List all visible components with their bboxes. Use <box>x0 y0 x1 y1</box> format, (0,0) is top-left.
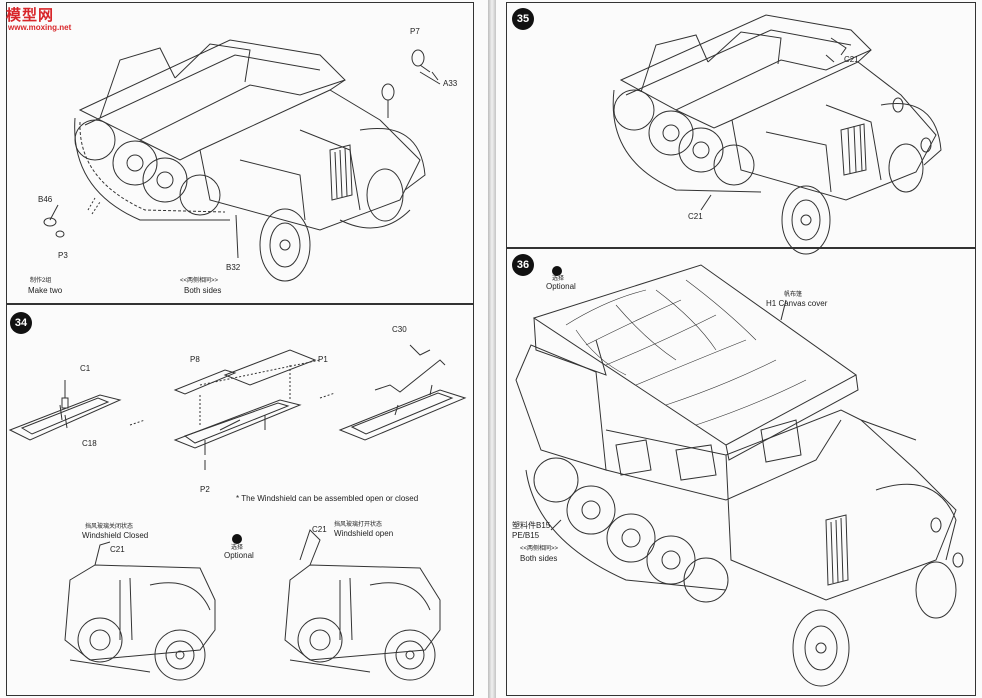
label-c18: C18 <box>82 439 97 448</box>
windshield-closed-en: Windshield Closed <box>82 531 149 540</box>
step-35-panel <box>506 2 976 248</box>
label-b32: B32 <box>226 263 241 272</box>
step-35-number: 35 <box>512 8 534 30</box>
label-c1: C1 <box>80 364 91 373</box>
make-two-en: Make two <box>28 286 63 295</box>
label-c21-open: C21 <box>312 525 327 534</box>
both-sides-en-36: Both sides <box>520 554 558 563</box>
label-c21-closed: C21 <box>110 545 125 554</box>
site-logo: 模型网 www.moxing.net <box>4 4 72 34</box>
label-c21-bottom: C21 <box>688 212 703 221</box>
step-36-vehicle-with-canvas-drawing <box>515 264 964 687</box>
step-34-number: 34 <box>10 312 32 334</box>
make-two-cn: 制作2组 <box>30 278 52 284</box>
both-sides-en-33: Both sides <box>184 286 222 295</box>
step-36-number: 36 <box>512 254 534 276</box>
label-b46: B46 <box>38 195 53 204</box>
right-instruction-page: 35 36 <box>496 0 982 698</box>
optional-icon-36 <box>552 266 562 276</box>
both-sides-cn-36: <<两侧相同>> <box>520 546 559 552</box>
label-p1: P1 <box>318 355 328 364</box>
optional-cn-36: 选择 <box>552 276 565 282</box>
step-33-panel <box>6 2 474 304</box>
label-b15-en: PE/B15 <box>512 531 540 540</box>
label-p7: P7 <box>410 27 420 36</box>
logo-url: www.moxing.net <box>8 23 72 32</box>
optional-cn-34: 选择 <box>231 545 244 551</box>
label-c21-top: C21 <box>844 55 859 64</box>
label-p8: P8 <box>190 355 200 364</box>
step-34-panel <box>6 304 474 696</box>
label-p3: P3 <box>58 251 68 260</box>
step-34-windshield-drawing <box>8 344 467 681</box>
label-c30: C30 <box>392 325 407 334</box>
windshield-open-en: Windshield open <box>334 529 394 538</box>
canvas-cover-en: H1 Canvas cover <box>766 299 828 308</box>
both-sides-cn-33: <<两侧相同>> <box>180 278 219 284</box>
book-gutter <box>488 0 496 698</box>
logo-text: 模型网 <box>6 7 55 24</box>
optional-en-36: Optional <box>546 282 576 291</box>
step-33-vehicle-drawing <box>43 39 441 282</box>
windshield-note: * The Windshield can be assembled open o… <box>236 494 419 503</box>
windshield-open-cn: 挡风玻璃打开状态 <box>334 522 383 528</box>
canvas-cover-cn: 帆布篷 <box>784 292 803 298</box>
label-b15-cn: 塑料件B15 <box>512 521 551 530</box>
windshield-closed-cn: 挡风玻璃关闭状态 <box>85 524 134 530</box>
optional-icon-34 <box>232 534 242 544</box>
step-35-vehicle-drawing <box>612 14 942 255</box>
optional-en-34: Optional <box>224 551 254 560</box>
step-36-panel <box>506 248 976 696</box>
label-a33: A33 <box>443 79 458 88</box>
left-instruction-page: 模型网 www.moxing.net <box>0 0 488 698</box>
label-p2: P2 <box>200 485 210 494</box>
